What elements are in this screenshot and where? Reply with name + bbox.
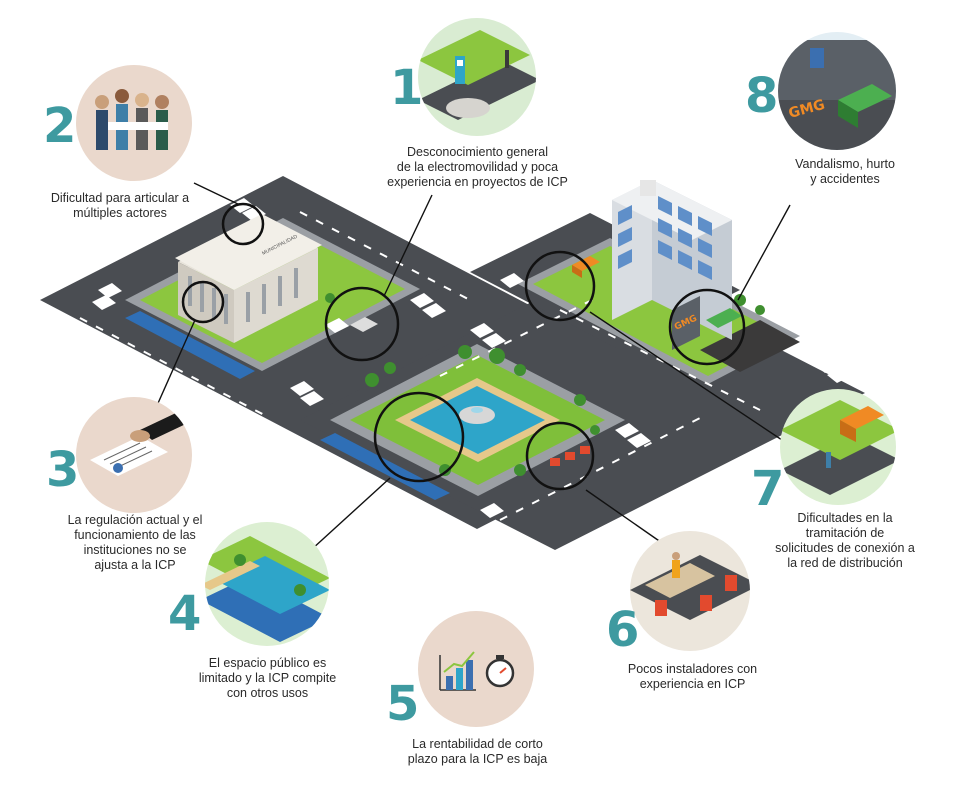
crosswalks xyxy=(92,198,851,518)
focus-ring-4 xyxy=(373,391,465,483)
callout-7-circle xyxy=(780,389,896,505)
construction-barriers xyxy=(550,446,590,466)
barrier-number-7: 7 xyxy=(751,461,785,517)
callout-5-circle xyxy=(418,611,534,727)
lane-markings xyxy=(79,211,761,521)
barrier-number-2: 2 xyxy=(43,98,77,154)
focus-ring-3 xyxy=(181,280,225,324)
isometric-city-map: MUNICIPALIDAD xyxy=(40,176,865,561)
callout-6-circle xyxy=(630,531,750,651)
barrier-number-5: 5 xyxy=(386,676,420,732)
parked-car xyxy=(350,317,378,332)
ev-charger-car-icon xyxy=(418,30,536,120)
bike-lane-left xyxy=(125,311,255,379)
graffiti-wall: GMG xyxy=(672,296,742,350)
callout-1-circle xyxy=(418,18,536,136)
focus-ring-6 xyxy=(525,421,595,491)
barrier-number-4: 4 xyxy=(168,586,202,642)
road-works-icon xyxy=(630,552,750,620)
barrier-number-8: 8 xyxy=(745,68,779,124)
callout-8-circle: GMG xyxy=(778,32,896,150)
trees xyxy=(325,293,765,476)
barrier-number-3: 3 xyxy=(46,442,80,498)
callout-3-circle xyxy=(76,397,192,513)
callout-4-circle xyxy=(205,522,329,646)
leader-lines xyxy=(154,182,791,561)
barrier-number-1: 1 xyxy=(390,60,424,116)
callout-2-circle xyxy=(76,65,192,181)
municipal-building: MUNICIPALIDAD xyxy=(175,214,322,343)
profit-chart-stopwatch-icon xyxy=(439,651,515,691)
vandalism-dumpster-icon: GMG xyxy=(778,40,896,150)
plaza-fountain xyxy=(395,378,560,462)
focus-ring-2 xyxy=(221,202,265,246)
utility-truck-icon xyxy=(780,400,896,495)
office-tower xyxy=(612,180,732,340)
stakeholders-meeting-icon xyxy=(95,89,169,150)
regulation-document-icon xyxy=(90,412,190,476)
focus-ring-7 xyxy=(524,250,596,322)
focus-ring-8 xyxy=(668,288,746,366)
focus-ring-1 xyxy=(324,286,400,362)
public-space-icon xyxy=(205,536,329,642)
barrier-number-6: 6 xyxy=(606,602,640,658)
focus-rings xyxy=(181,202,746,491)
